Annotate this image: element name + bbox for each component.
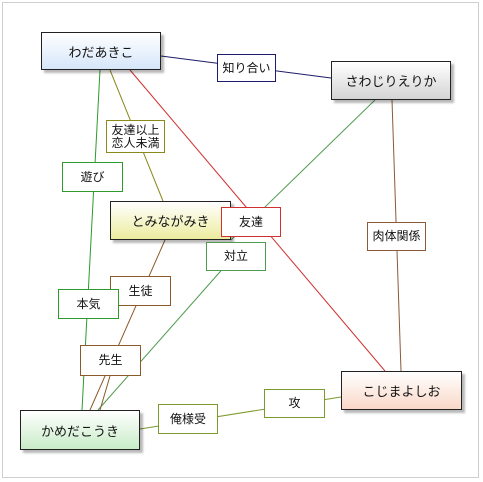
node-label: かめだこうき xyxy=(40,424,119,440)
edge-label-text: 対立 xyxy=(223,249,248,263)
node-kojima-yoshio[interactable]: こじまよしお xyxy=(341,371,462,410)
edge-tomi-kame-sensei xyxy=(97,255,235,411)
edge-label-text: 友達 xyxy=(238,214,263,229)
node-sawajiri-erika[interactable]: さわじりえりか xyxy=(331,61,451,100)
node-label: とみながみき xyxy=(131,215,210,230)
edge-label-acquaintance[interactable]: 知り合い xyxy=(217,54,276,82)
edge-sen-kame xyxy=(99,375,111,411)
edge-label-text: 知り合い xyxy=(222,60,271,75)
edge-label-text: 肉体関係 xyxy=(372,229,421,243)
edge-label-physical[interactable]: 肉体関係 xyxy=(367,222,426,251)
node-label: わだあきこ xyxy=(68,45,134,61)
edge-tomi-kame-sei xyxy=(89,239,166,411)
edge-label-text: 先生 xyxy=(98,353,123,367)
edge-label-text: 攻 xyxy=(288,396,301,410)
edge-label-ore-uke[interactable]: 俺様受 xyxy=(158,404,218,434)
edge-label-text: 本気 xyxy=(76,296,101,311)
node-wada-akiko[interactable]: わだあきこ xyxy=(41,32,161,70)
edge-label-text-line2: 恋人未満 xyxy=(111,135,160,150)
edge-label-student[interactable]: 生徒 xyxy=(110,276,171,306)
node-label: さわじりえりか xyxy=(345,75,437,90)
edge-label-text: 遊び xyxy=(80,169,105,184)
edge-label-teacher[interactable]: 先生 xyxy=(80,345,141,376)
node-tominaga-miki[interactable]: とみながみき xyxy=(110,201,231,240)
edge-label-text: 生徒 xyxy=(128,283,153,298)
edge-label-rivalry[interactable]: 対立 xyxy=(206,242,266,271)
edge-label-more-than-friends[interactable]: 友達以上 恋人未満 xyxy=(106,120,165,153)
node-kameda-kouki[interactable]: かめだこうき xyxy=(20,410,140,450)
node-label: こじまよしお xyxy=(362,385,441,400)
edge-label-text-line1: 友達以上 xyxy=(111,122,160,137)
edge-label-text: 俺様受 xyxy=(169,411,206,426)
edge-label-seme[interactable]: 攻 xyxy=(264,389,325,418)
edge-label-friends[interactable]: 友達 xyxy=(221,207,281,237)
edge-label-play[interactable]: 遊び xyxy=(62,162,123,192)
diagram-frame xyxy=(2,2,479,478)
edge-label-serious[interactable]: 本気 xyxy=(58,289,119,319)
